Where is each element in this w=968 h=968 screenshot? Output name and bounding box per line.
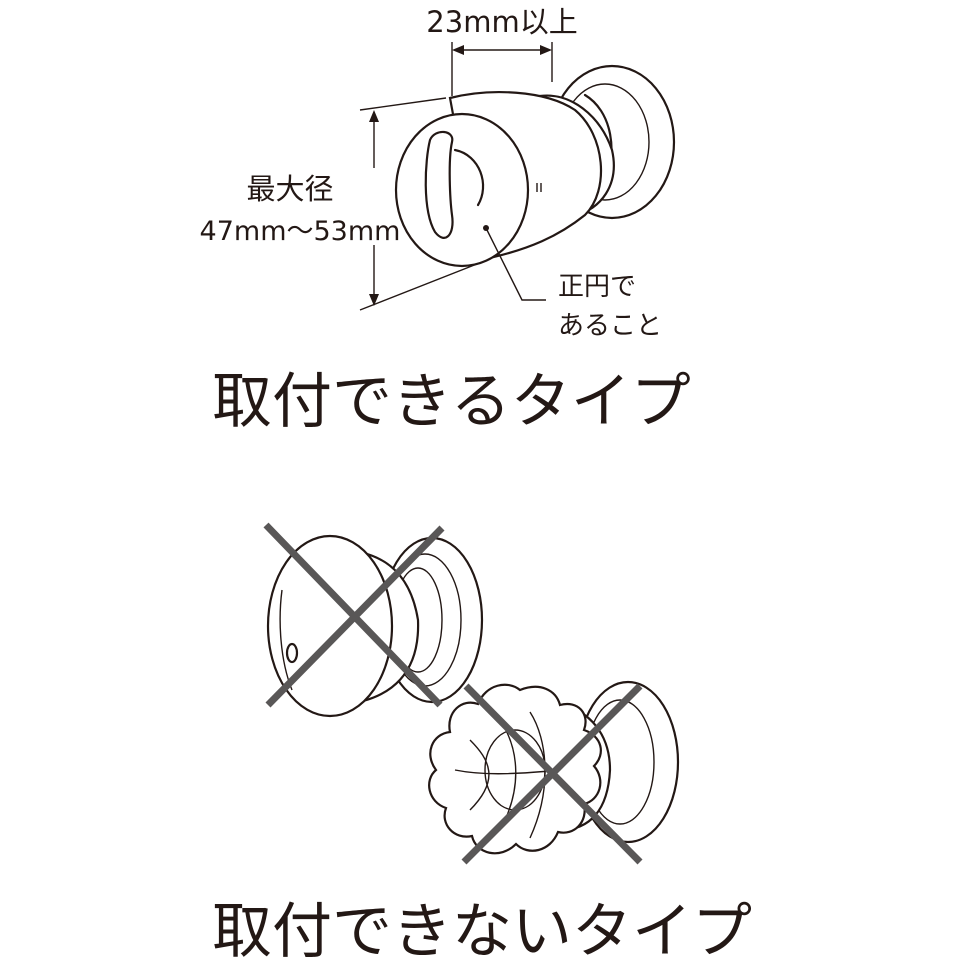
cross-mark-flower-knob xyxy=(461,683,643,865)
diameter-label-line1: 最大径 xyxy=(246,172,333,206)
diameter-dimension xyxy=(359,97,483,311)
diameter-label-line2: 47mm～53mm xyxy=(200,216,401,247)
cross-mark-round-knob xyxy=(263,522,445,708)
unsuitable-caption: 取付できないタイプ xyxy=(212,897,752,967)
suitable-knob-illustration xyxy=(394,64,676,268)
depth-label: 23mm以上 xyxy=(426,5,577,39)
depth-dimension xyxy=(451,42,553,96)
round-note-line1: 正円で xyxy=(558,272,636,302)
round-note-line2: あること xyxy=(558,311,662,341)
suitable-caption: 取付できるタイプ xyxy=(212,367,691,437)
